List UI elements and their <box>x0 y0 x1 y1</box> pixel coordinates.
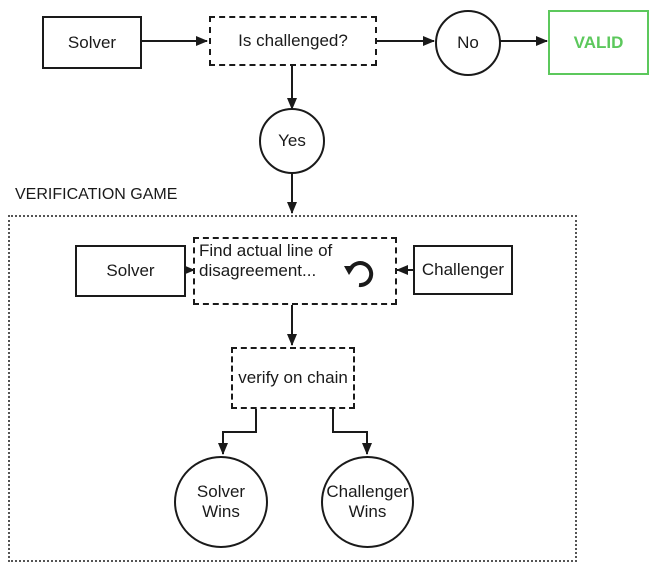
challenger-node: Challenger <box>413 245 513 295</box>
valid-node: VALID <box>548 10 649 75</box>
refresh-icon <box>344 261 374 288</box>
challenger-wins-node: Challenger Wins <box>321 456 414 548</box>
is-challenged-node: Is challenged? <box>209 16 377 66</box>
solver-inner-node: Solver <box>75 245 186 297</box>
verify-on-chain-node: verify on chain <box>231 347 355 409</box>
arrow-verify-to-solver-wins <box>218 408 257 455</box>
yes-node: Yes <box>259 108 325 174</box>
verification-game-group <box>8 215 577 562</box>
arrow-verify-to-challenger-wins <box>332 408 372 455</box>
find-disagreement-node: Find actual line of disagreement... <box>193 237 397 305</box>
solver-wins-node: Solver Wins <box>174 456 268 548</box>
no-node: No <box>435 10 501 76</box>
verification-game-label: VERIFICATION GAME <box>15 186 178 203</box>
solver-node: Solver <box>42 16 142 69</box>
